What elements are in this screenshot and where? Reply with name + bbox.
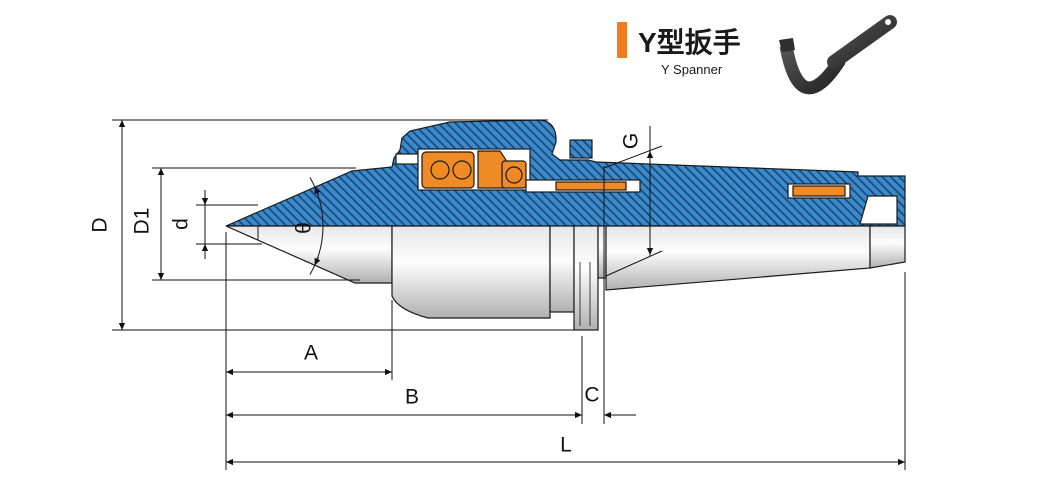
housing-body [391, 225, 551, 319]
label-D1: D1 [131, 208, 154, 235]
arrow-segment [314, 186, 321, 196]
label-B: B [405, 386, 419, 409]
dimension-d: d [170, 190, 262, 259]
label-D: D [89, 217, 112, 232]
header-subtitle: Y Spanner [661, 62, 723, 77]
tang-end [869, 225, 906, 269]
bearing-set [421, 150, 527, 189]
spanner-hole [885, 19, 891, 25]
bearing-ball [430, 160, 450, 180]
shank-collar [597, 225, 607, 279]
label-C: C [584, 384, 599, 407]
spanner-handle [827, 15, 897, 69]
extension-line [605, 250, 663, 277]
label-G: G [620, 133, 643, 149]
dimension-D1: D1 [131, 167, 360, 281]
section-upper-half [225, 119, 906, 227]
arrow-segment [314, 256, 321, 266]
dimension-C: C [584, 166, 636, 424]
spanner-hook [779, 44, 846, 95]
label-L: L [560, 434, 572, 457]
ball-bearing [421, 151, 475, 189]
tang-recess [859, 195, 898, 225]
bearing-ball [452, 160, 472, 180]
dimension-B: B [226, 336, 583, 424]
label-A: A [304, 342, 318, 365]
dimension-G: G [603, 126, 663, 277]
dimension-L: L [226, 272, 906, 470]
accent-bar [617, 22, 627, 58]
dimension-theta: θ [293, 177, 324, 275]
label-theta: θ [293, 222, 316, 234]
extension-line [603, 145, 663, 169]
header: Y型扳手 Y Spanner [617, 15, 897, 95]
flange [573, 225, 599, 331]
neck [549, 225, 575, 313]
seal-ring [395, 153, 419, 165]
header-title: Y型扳手 [638, 27, 741, 58]
spanner-jaw-tooth [779, 38, 795, 52]
bearing-ball [505, 166, 523, 184]
dimension-A: A [225, 232, 393, 470]
retaining-nut [569, 139, 593, 159]
dimension-D: D [89, 119, 574, 331]
section-lower-half [225, 225, 906, 331]
thrust-bearing [501, 160, 527, 189]
rear-bearing [792, 185, 846, 197]
section-body [225, 119, 906, 227]
label-d: d [170, 218, 193, 230]
hook-spanner-icon [779, 15, 897, 95]
needle-bearing [555, 181, 627, 191]
